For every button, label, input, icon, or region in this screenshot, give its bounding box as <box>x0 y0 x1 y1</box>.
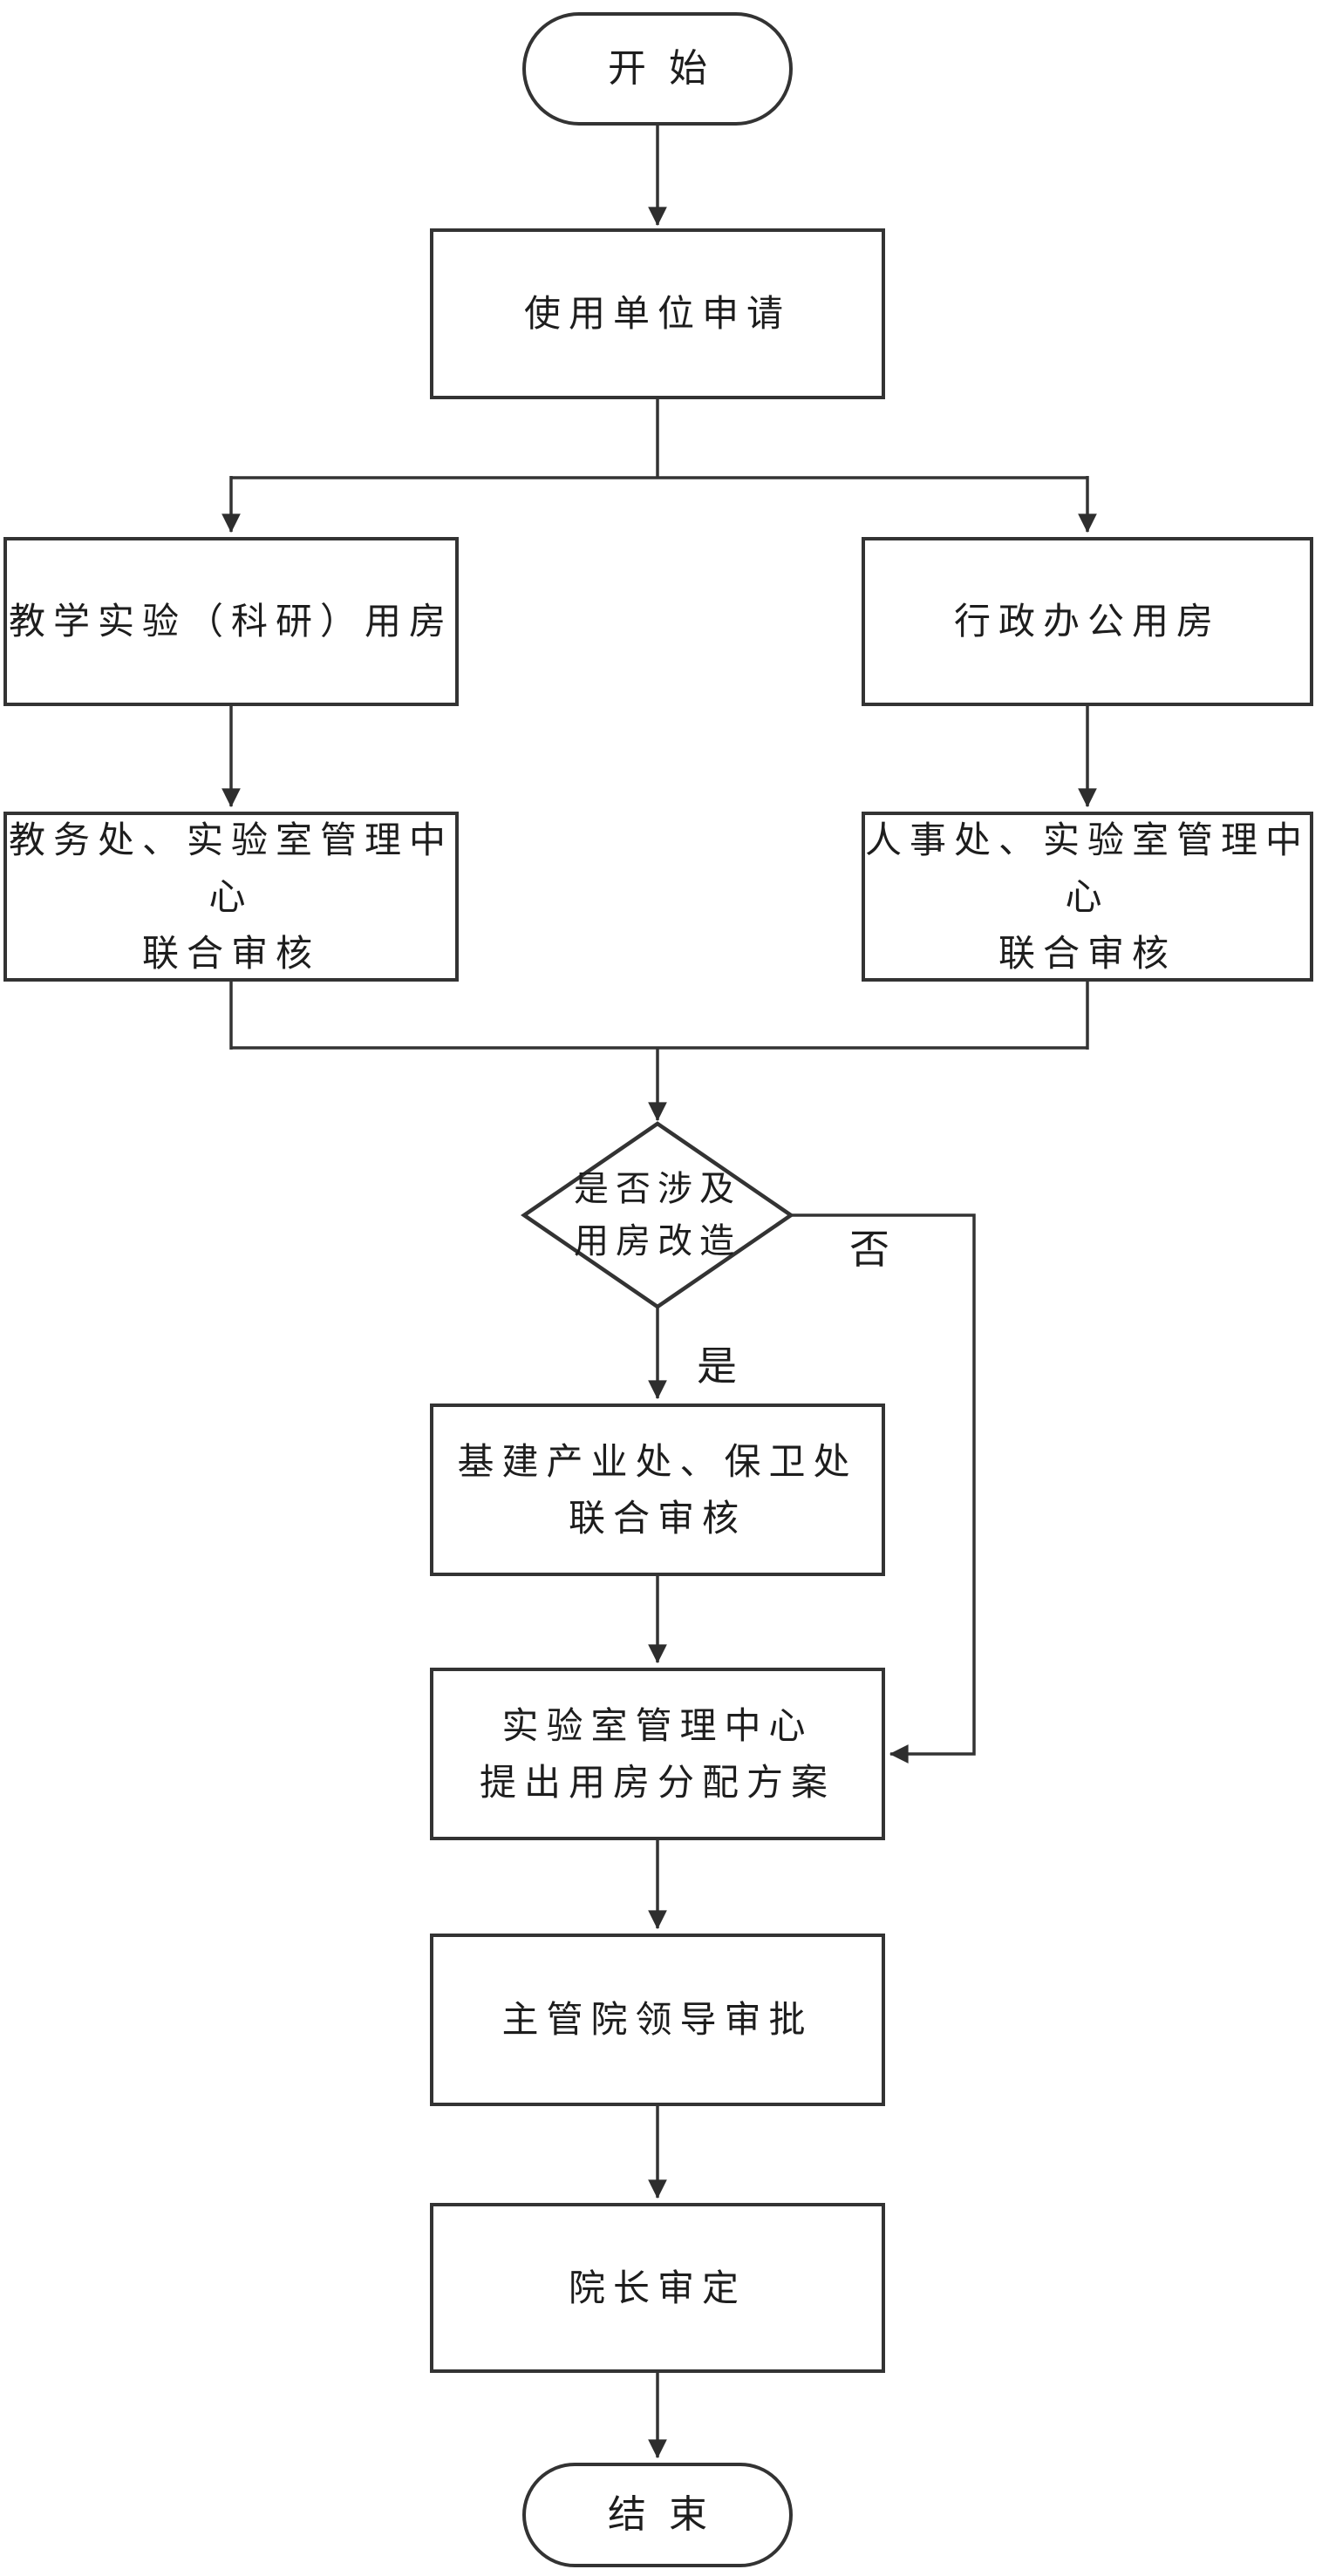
node-leader-approval: 主管院领导审批 <box>430 1934 885 2106</box>
node-admin: 行政办公用房 <box>862 537 1313 706</box>
node-construction-review: 基建产业处、保卫处 联合审核 <box>430 1404 885 1576</box>
node-teaching-label: 教学实验（科研）用房 <box>8 600 453 643</box>
node-apply-label: 使用单位申请 <box>523 292 791 336</box>
node-admin-label: 行政办公用房 <box>953 600 1221 643</box>
node-apply: 使用单位申请 <box>430 228 885 399</box>
node-admin-review-label: 人事处、实验室管理中心 联合审核 <box>865 818 1311 975</box>
node-construction-review-label: 基建产业处、保卫处 联合审核 <box>457 1439 858 1539</box>
node-dean-approval-label: 院长审定 <box>568 2266 746 2309</box>
node-admin-review: 人事处、实验室管理中心 联合审核 <box>862 812 1313 982</box>
node-allocation: 实验室管理中心 提出用房分配方案 <box>430 1668 885 1840</box>
node-end-label: 结束 <box>608 2491 730 2537</box>
edge-decision-allocation-no <box>791 1213 976 1764</box>
node-dean-approval: 院长审定 <box>430 2203 885 2373</box>
node-decision-label: 是否涉及 用房改造 <box>574 1169 741 1261</box>
node-end: 结束 <box>522 2463 793 2567</box>
edge-label-yes: 是 <box>697 1342 737 1390</box>
node-start: 开始 <box>522 12 793 126</box>
node-decision: 是否涉及 用房改造 <box>535 1154 780 1276</box>
edge-label-no: 否 <box>849 1226 889 1273</box>
node-teaching-review-label: 教务处、实验室管理中心 联合审核 <box>8 818 453 975</box>
node-allocation-label: 实验室管理中心 提出用房分配方案 <box>479 1703 835 1804</box>
node-start-label: 开始 <box>608 45 730 91</box>
node-teaching: 教学实验（科研）用房 <box>3 537 459 706</box>
node-leader-approval-label: 主管院领导审批 <box>501 1998 814 2042</box>
node-teaching-review: 教务处、实验室管理中心 联合审核 <box>3 812 459 982</box>
